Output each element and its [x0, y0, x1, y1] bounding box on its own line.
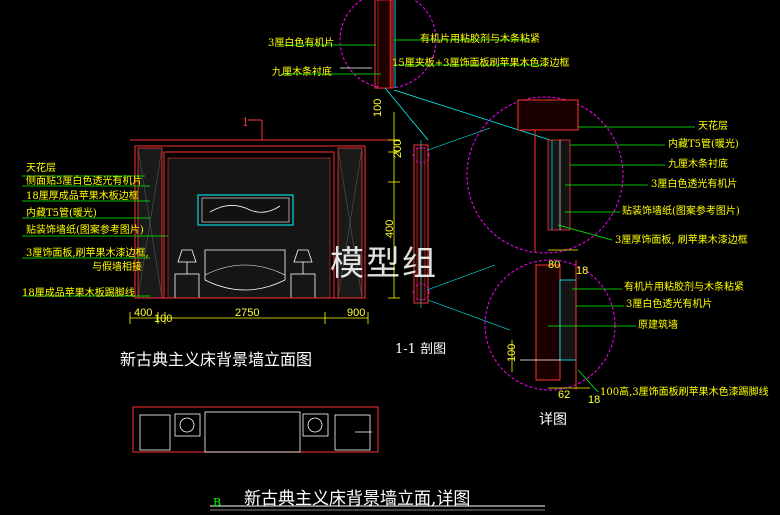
bottom-detail-bubble: [484, 259, 616, 391]
elevation-label: 贴装饰墙纸(图案参考图片): [26, 225, 144, 236]
section-1-1: [412, 127, 511, 331]
detail-label: 有机片用粘胶剂与木条粘紧: [624, 282, 744, 293]
dimension: 18: [588, 394, 601, 406]
detail-label: 内藏T5管(暖光): [668, 139, 739, 150]
detail-label: 天花层: [698, 121, 728, 132]
elevation-title: 新古典主义床背景墙立面图: [120, 350, 313, 369]
top-detail-leaders: [282, 39, 551, 141]
detail-label: 100高,3厘饰面板刷苹果木色漆踢脚线: [600, 387, 769, 398]
watermark: 模型组: [330, 244, 438, 284]
elevation-label: 与假墙相接: [92, 262, 142, 273]
dimension: 18: [576, 265, 589, 277]
plan-view: [132, 406, 379, 453]
dimension: 100: [506, 343, 518, 362]
top-detail-bubble: [339, 0, 437, 89]
dimension: 400: [134, 307, 153, 319]
sheet-title: 新古典主义床背景墙立面,详图: [244, 489, 471, 509]
top-detail-label: 九厘木条衬底: [272, 67, 332, 78]
elevation-label: 18厘厚成品苹果木板边框: [26, 191, 139, 202]
section-marker: 1: [242, 116, 249, 129]
detail-label: 3厘白色透光有机片: [626, 299, 713, 310]
dimension: 200: [392, 139, 404, 158]
elevation-label: 内藏T5管(暖光): [26, 208, 97, 219]
detail-label: 九厘木条衬底: [668, 159, 728, 170]
dimension: 100: [154, 313, 173, 325]
dimension: 100: [372, 98, 384, 117]
section-title: 1-1 剖图: [395, 342, 447, 357]
detail-label: 原建筑墙: [638, 320, 678, 331]
dimension: 900: [347, 307, 366, 319]
elevation-label: 3厘饰面板,刷苹果木漆边框,: [26, 248, 149, 259]
dimension: 2750: [235, 307, 260, 319]
elevation-frame: [130, 119, 400, 299]
middle-detail-leaders: [557, 126, 695, 241]
dimension: 62: [558, 389, 571, 401]
elevation-label: 天花层: [26, 163, 56, 174]
top-detail-label: 3厘白色有机片: [268, 38, 335, 49]
elevation-label: 侧面贴3厘白色透光有机片: [26, 176, 143, 187]
top-detail-label: 15厘夹板+3厘饰面板刷苹果木色漆边框: [392, 58, 570, 69]
elevation-label: 18厘成品苹果木板踢脚线: [22, 288, 135, 299]
dimension: 80: [548, 259, 561, 271]
title-underline: [210, 505, 545, 511]
sheet-mark: B: [213, 496, 222, 509]
middle-detail-bubble: [466, 96, 624, 254]
detail-label: 贴装饰墙纸(图案参考图片): [622, 206, 740, 217]
detail-title: 详图: [539, 412, 567, 428]
bottom-detail-leaders: [548, 288, 636, 393]
elevation-leaders: [22, 175, 168, 297]
top-detail-label: 有机片用粘胶剂与木条粘紧: [420, 34, 540, 45]
detail-label: 3厘厚饰面板, 刷苹果木漆边框: [615, 235, 748, 246]
detail-label: 3厘白色透光有机片: [651, 179, 738, 190]
elevation-dimensions: [129, 112, 400, 324]
